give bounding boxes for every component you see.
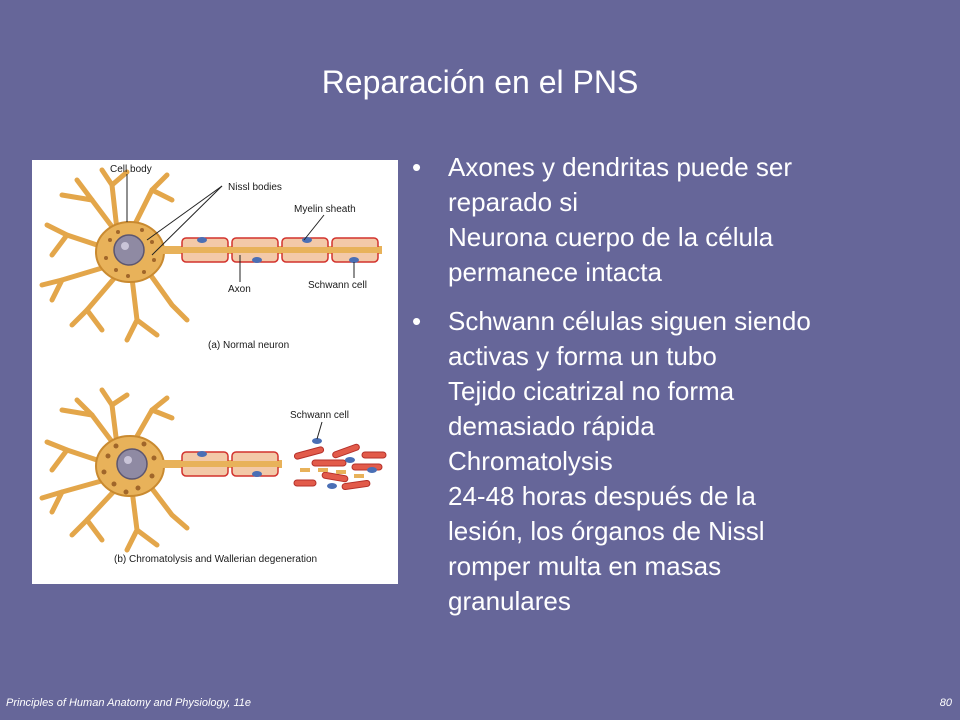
bullet-item: Schwann células siguen siendo activas y …	[412, 304, 942, 619]
neuron-illustration: Cell body Nissl bodies Myelin sheath Axo…	[39, 164, 387, 565]
bullet-list: Axones y dendritas puede ser reparado si…	[412, 150, 942, 633]
bullet-line: activas y forma un tubo	[448, 341, 717, 371]
normal-neuron: Cell body Nissl bodies Myelin sheath Axo…	[39, 164, 382, 351]
label-myelin-sheath: Myelin sheath	[294, 204, 356, 215]
label-schwann-cell-b: Schwann cell	[290, 410, 349, 421]
degenerating-neuron: Schwann cell (b) Chromatolysis and Walle…	[39, 387, 387, 565]
bullet-line: Neurona cuerpo de la célula	[448, 222, 774, 252]
label-axon: Axon	[228, 284, 251, 295]
bullet-item: Axones y dendritas puede ser reparado si…	[412, 150, 942, 290]
caption-b: (b) Chromatolysis and Wallerian degenera…	[114, 554, 317, 565]
bullet-line: Tejido cicatrizal no forma	[448, 376, 735, 406]
caption-a: (a) Normal neuron	[208, 340, 289, 351]
label-nissl-bodies: Nissl bodies	[228, 182, 282, 193]
bullet-line: Chromatolysis	[448, 446, 613, 476]
bullet-line: granulares	[448, 586, 571, 616]
bullet-line: reparado si	[448, 187, 579, 217]
bullet-line: romper multa en masas	[448, 551, 722, 581]
bullet-line: 24-48 horas después de la	[448, 481, 756, 511]
label-cell-body: Cell body	[110, 164, 152, 175]
slide-title: Reparación en el PNS	[321, 64, 639, 100]
footer-source: Principles of Human Anatomy and Physiolo…	[6, 697, 251, 709]
bullet-line: Axones y dendritas puede ser	[448, 152, 792, 182]
label-schwann-cell-a: Schwann cell	[308, 280, 367, 291]
bullet-line: demasiado rápida	[448, 411, 655, 441]
bullet-line: lesión, los órganos de Nissl	[448, 516, 765, 546]
bullet-line: Schwann células siguen siendo	[448, 306, 811, 336]
bullet-line: permanece intacta	[448, 257, 662, 287]
page-number: 80	[939, 697, 952, 709]
neuron-repair-figure: Cell body Nissl bodies Myelin sheath Axo…	[32, 160, 398, 584]
